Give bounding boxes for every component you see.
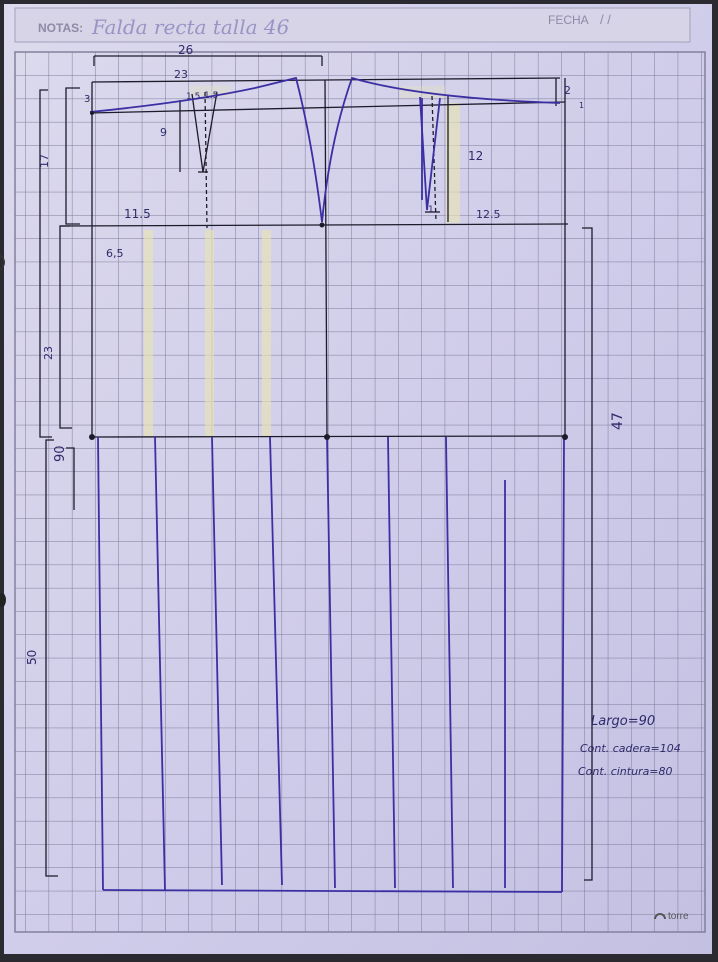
dim-23-top: 23 — [174, 68, 188, 81]
binder-hole-top — [0, 254, 5, 271]
dim-2: 2 — [564, 84, 571, 97]
brand-mark: torre — [654, 911, 689, 922]
dim-1-dart: 1 — [428, 205, 434, 215]
note-cadera: Cont. cadera=104 — [580, 742, 681, 755]
node-dots — [89, 111, 568, 440]
fecha-label: FECHA — [548, 13, 589, 27]
note-cintura: Cont. cintura=80 — [578, 765, 673, 778]
binder-hole-bottom — [0, 593, 6, 607]
pencil-lines — [39, 55, 593, 881]
dim-6-5: 6,5 — [106, 247, 124, 260]
dim-12-5: 12.5 — [476, 208, 501, 221]
header-band — [14, 7, 691, 43]
dim-9: 9 — [160, 126, 167, 139]
pattern-title: Falda recta talla 46 — [91, 15, 290, 39]
dim-47: 47 — [610, 412, 626, 430]
dim-50: 50 — [25, 650, 39, 665]
dim-90: 90 — [53, 445, 68, 462]
grid-area — [15, 52, 705, 932]
highlighter-strips — [144, 86, 460, 436]
pen-lines — [89, 76, 565, 893]
dim-3: 3 — [84, 94, 90, 105]
grid-border — [14, 51, 706, 933]
dim-1-5a: 1.5 — [186, 92, 200, 102]
dim-12: 12 — [468, 149, 483, 163]
brand-logo-icon — [654, 913, 666, 920]
dim-1-5b: 1.5 — [204, 91, 218, 101]
dim-23-side: 23 — [42, 346, 55, 360]
note-largo: Largo=90 — [591, 714, 655, 729]
date-slashes: / / — [600, 12, 611, 27]
dim-11-5: 11.5 — [124, 207, 151, 221]
dim-26: 26 — [178, 43, 193, 57]
dim-1-waist: 1 — [579, 101, 584, 110]
notas-label: NOTAS: — [38, 21, 83, 35]
brand-name: torre — [668, 911, 689, 922]
dim-17: 17 — [38, 154, 51, 168]
